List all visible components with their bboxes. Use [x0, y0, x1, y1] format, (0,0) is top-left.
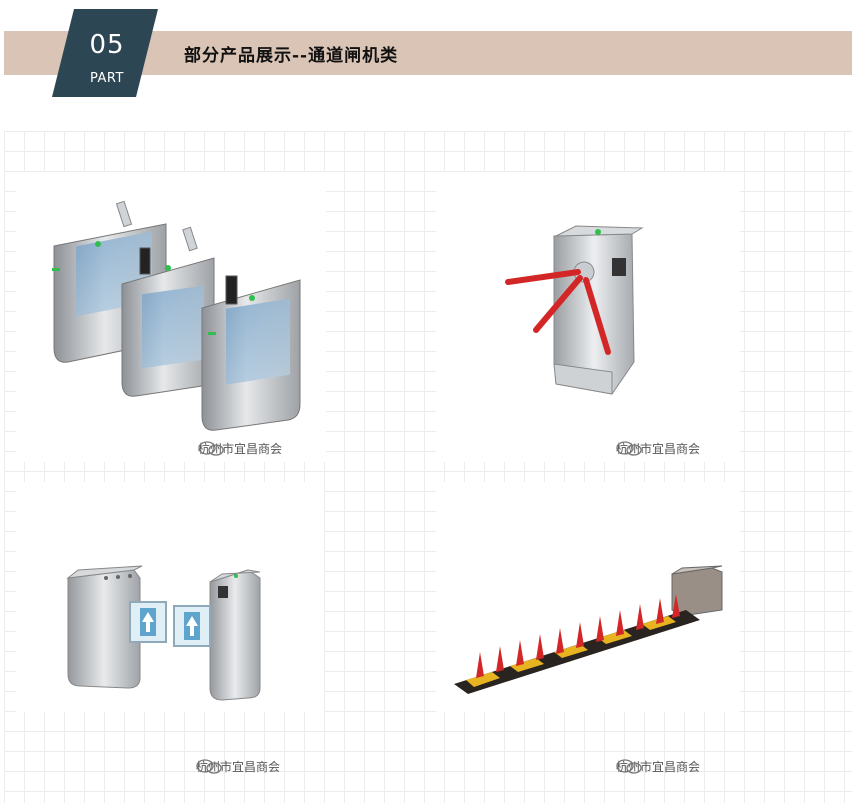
- wechat-icon: [616, 441, 642, 456]
- part-label: PART: [90, 71, 124, 86]
- watermark: 杭州市宜昌商会: [198, 440, 282, 457]
- wechat-icon: [198, 441, 224, 456]
- product-panel-swing-barrier: 杭州市宜昌商会: [16, 482, 324, 774]
- section-title: 部分产品展示--通道闸机类: [184, 46, 399, 66]
- part-number: 05: [89, 30, 125, 60]
- watermark: 杭州市宜昌商会: [616, 758, 700, 775]
- wechat-icon: [196, 759, 222, 774]
- part-badge: 05 PART: [52, 9, 158, 97]
- watermark: 杭州市宜昌商会: [196, 758, 280, 775]
- swing-gate-image: [52, 200, 301, 431]
- swing-barrier-image: [66, 565, 261, 701]
- wechat-icon: [616, 759, 642, 774]
- product-panel-tripod-turnstile: 杭州市宜昌商会: [436, 172, 740, 462]
- product-panel-swing-gate: 杭州市宜昌商会: [16, 172, 326, 462]
- product-panel-road-spike: 杭州市宜昌商会: [436, 482, 740, 774]
- road-spike-barrier-image: [454, 565, 723, 694]
- watermark: 杭州市宜昌商会: [616, 440, 700, 457]
- tripod-turnstile-image: [505, 225, 644, 395]
